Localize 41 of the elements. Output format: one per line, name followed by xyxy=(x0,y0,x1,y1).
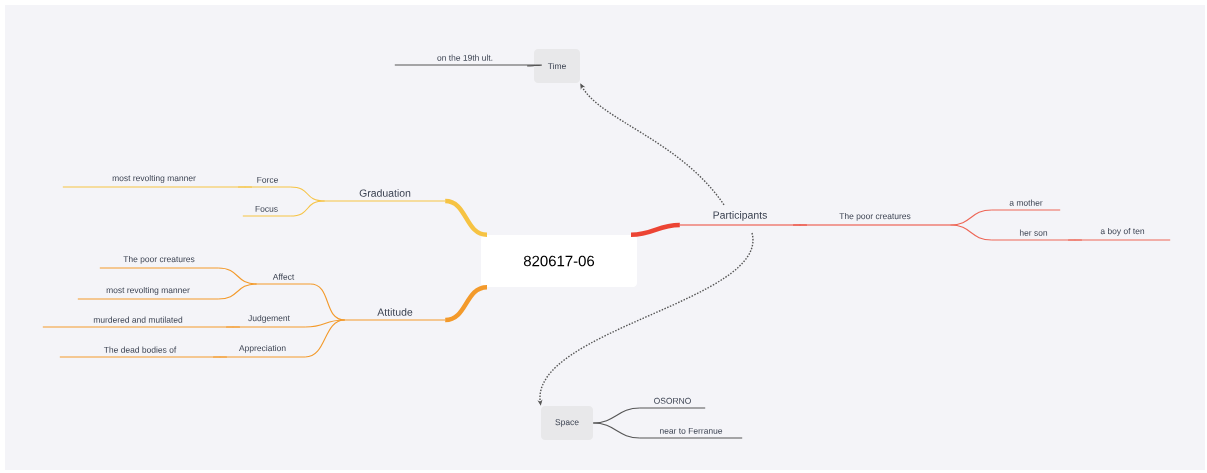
branch-topic: The poor creatures xyxy=(799,212,951,226)
branch-topic: The dead bodies of xyxy=(59,346,221,358)
connector xyxy=(592,422,641,439)
branch-topic: Graduation xyxy=(324,189,446,202)
branch-topic: most revolting manner xyxy=(77,286,219,300)
branch-topic: a mother xyxy=(991,199,1061,211)
connector xyxy=(949,209,993,226)
connector xyxy=(580,83,725,206)
branch-topic: most revolting manner xyxy=(62,174,246,188)
connector xyxy=(238,186,252,188)
connector xyxy=(304,319,346,328)
connector xyxy=(217,283,258,300)
branch-topic: Attitude xyxy=(344,308,446,321)
connector xyxy=(1068,239,1082,241)
connector xyxy=(527,64,542,67)
branch-topic: Participants xyxy=(679,211,801,226)
topic-box: Time xyxy=(534,49,580,83)
connector xyxy=(630,222,680,238)
topic-box: Space xyxy=(541,406,593,440)
branch-topic: a boy of ten xyxy=(1074,227,1171,241)
branch-topic: her son xyxy=(991,229,1076,241)
connector xyxy=(444,284,488,323)
branch-topic: on the 19th ult. xyxy=(394,54,536,66)
branch-topic: Affect xyxy=(256,273,311,285)
branch-topic: Focus xyxy=(242,205,291,217)
connector xyxy=(592,407,641,424)
branch-topic: Appreciation xyxy=(219,344,306,358)
branch-topic: OSORNO xyxy=(639,397,706,409)
branch-topic: murdered and mutilated xyxy=(42,316,234,328)
connector xyxy=(793,224,807,226)
connector xyxy=(949,224,993,241)
branch-topic: The poor creatures xyxy=(99,255,219,269)
connector xyxy=(304,319,346,358)
connector xyxy=(213,356,227,358)
branch-topic: near to Ferranue xyxy=(639,427,743,439)
central-topic-box: 820617-06 xyxy=(481,235,637,287)
connector xyxy=(289,200,326,217)
connector xyxy=(226,326,240,328)
branch-topic: Force xyxy=(244,176,291,188)
branch-topic: Judgement xyxy=(232,314,306,328)
connector xyxy=(444,198,488,237)
